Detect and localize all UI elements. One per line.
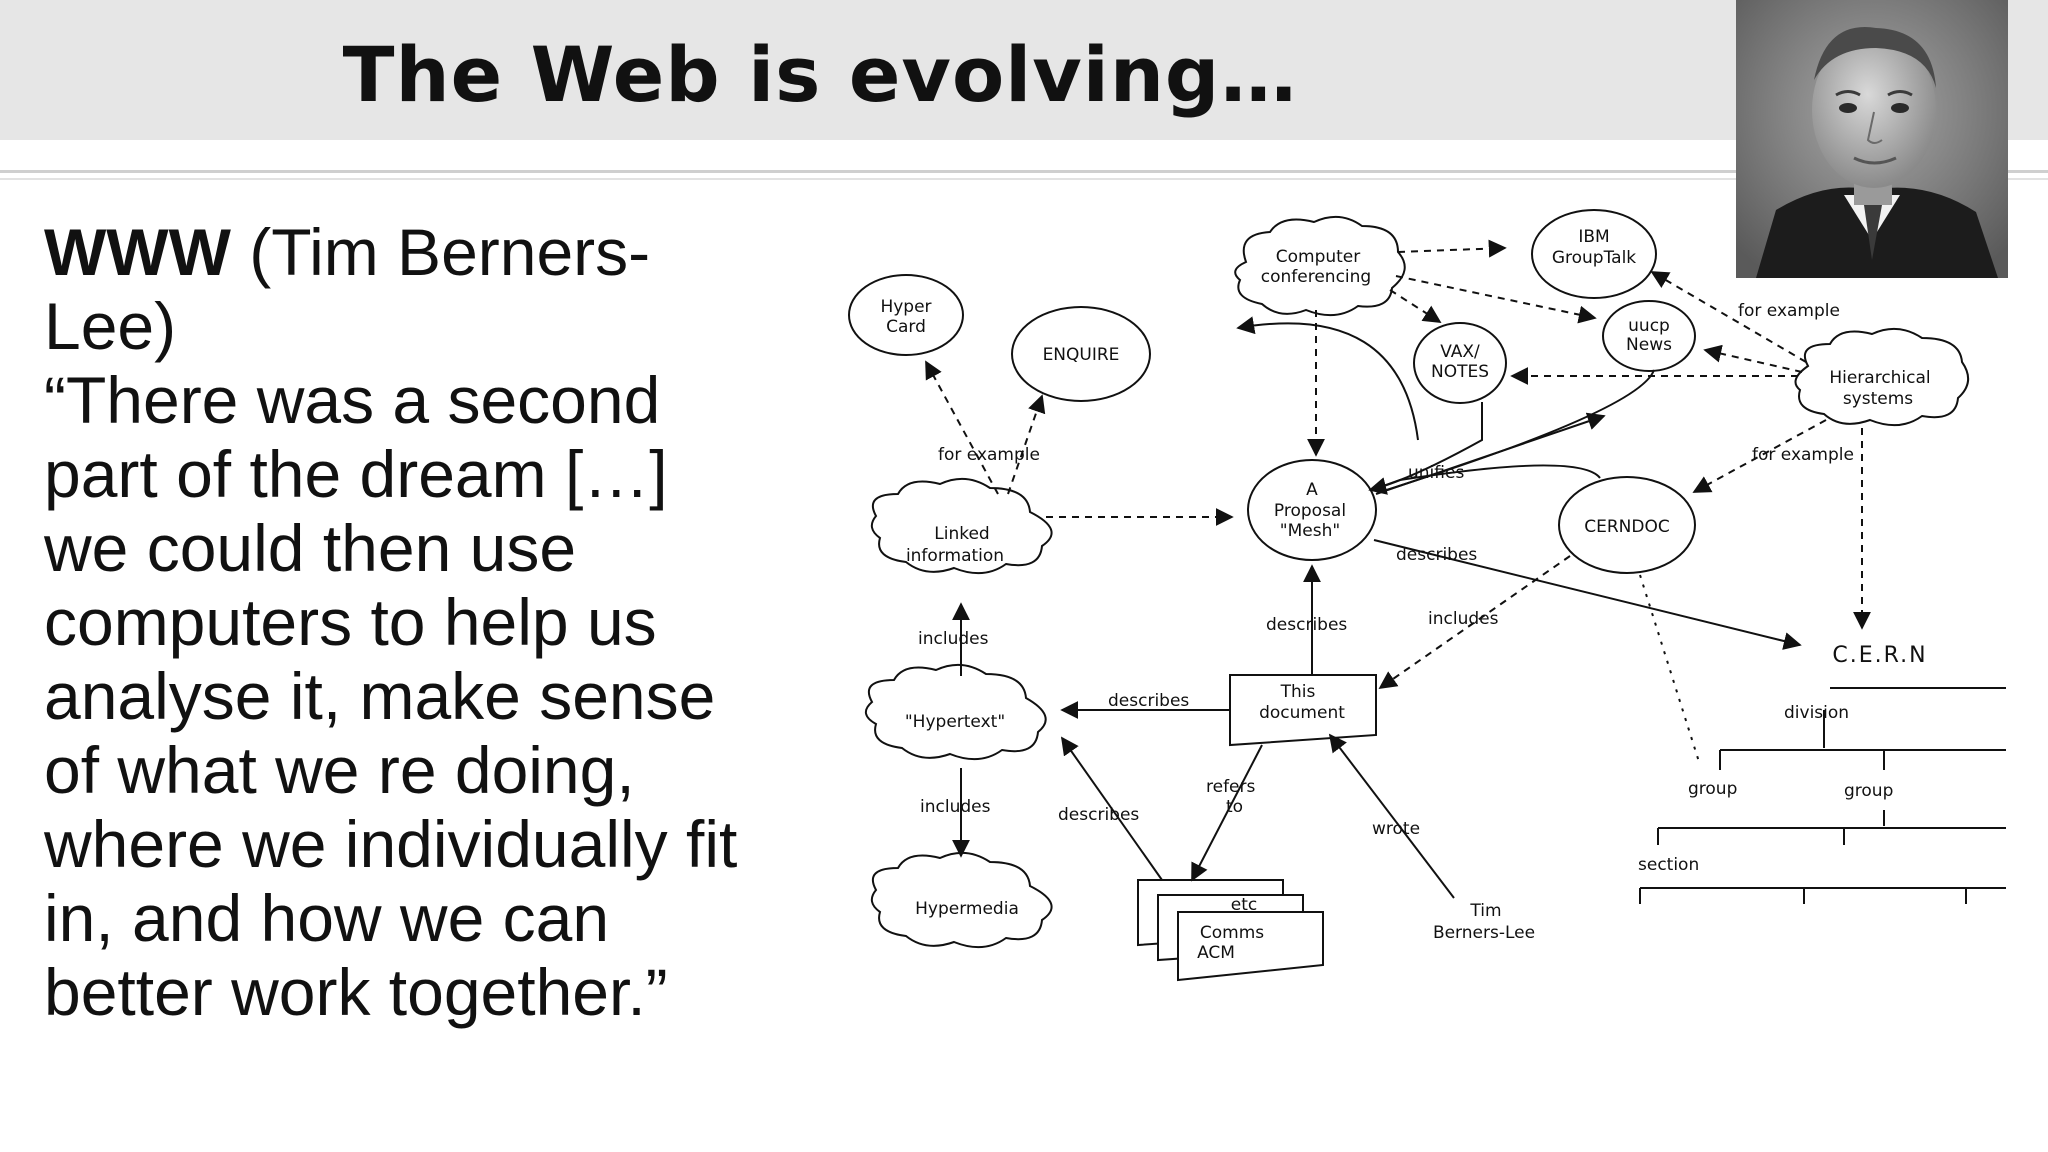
edge-cc-vax [1389,289,1442,323]
vax-label-1: VAX/ [1440,342,1480,362]
includes-label-3: includes [920,797,991,817]
slide-title: The Web is evolving… [342,30,1298,119]
refers-label-2: to [1226,797,1243,817]
edge-stack-hypertext [1060,736,1163,881]
cerndoc-node [1558,476,1696,574]
linked-label-1: Linked [934,524,989,544]
uucp-news-node [1602,300,1696,372]
quote-lead: WWW [44,215,231,289]
ibm-grouptalk-node [1531,209,1657,299]
hypermedia-cloud [870,851,1053,949]
etc-label: etc [1231,895,1257,915]
title-divider [0,170,2048,173]
portrait-illustration [1736,0,2008,278]
hypercard-label-1: Hyper [880,297,931,317]
describes-label-2: describes [1266,615,1347,635]
quote-block: WWW (Tim Berners-Lee) “There was a secon… [44,215,764,1029]
this-document-label-1: This [1280,682,1316,702]
ibm-label-2: GroupTalk [1552,248,1636,268]
edge-doc-stack [1191,744,1263,882]
doc-stack-front [1177,911,1324,982]
describes-label-1: describes [1396,545,1477,565]
hypercard-label-2: Card [886,317,926,337]
mesh-label-2: Proposal [1274,501,1346,521]
edge-unifies-enquire [1236,316,1419,441]
tim-label-2: Berners-Lee [1433,923,1535,943]
group-label-2: group [1844,781,1893,801]
edge-cc-ibm [1397,239,1507,258]
for-example-label-3: for example [1752,445,1854,465]
includes-label-1: includes [1428,609,1499,629]
section-label: section [1638,855,1699,875]
this-document-label-2: document [1259,703,1345,723]
hierarchical-label-1: Hierarchical [1829,368,1930,388]
cerndoc-label: CERNDOC [1584,517,1669,537]
includes-label-2: includes [918,629,989,649]
for-example-label-1: for example [1738,301,1840,321]
mesh-label-3: "Mesh" [1280,521,1340,541]
division-label: division [1784,703,1849,723]
comms-label-1: Comms [1200,923,1264,943]
enquire-node [1011,306,1151,402]
tim-label-1: Tim [1469,901,1501,921]
comms-label-2: ACM [1197,943,1235,963]
edge-tim-doc [1328,733,1455,899]
edge-cc-uucp [1395,275,1597,324]
describes-label-3: describes [1108,691,1189,711]
edge-hier-uucp [1703,344,1803,373]
hierarchical-label-2: systems [1843,389,1913,409]
edge-linked-hypercard [925,360,999,495]
edge-cerndoc-group [1639,574,1701,766]
computer-conferencing-label-1: Computer [1276,247,1361,267]
edge-uucp-mesh [1379,369,1655,493]
uucp-label-2: News [1626,335,1672,355]
enquire-label: ENQUIRE [1043,345,1120,365]
quote-body: “There was a second part of the dream […… [44,363,738,1029]
hypermedia-label: Hypermedia [915,899,1019,919]
for-example-label-2: for example [938,445,1040,465]
ibm-label-1: IBM [1578,227,1609,247]
this-document-node [1229,674,1377,747]
uucp-label-1: uucp [1628,316,1670,336]
hierarchical-systems-cloud [1794,327,1969,427]
cern-label: C.E.R.N [1832,643,1927,668]
edge-mesh-cern [1373,539,1802,650]
vax-label-2: NOTES [1431,362,1489,382]
linked-label-2: information [906,546,1004,566]
quote-lead-rest: (Tim Berners-Lee) [44,215,651,363]
linked-information-cloud [870,477,1053,575]
title-bar [0,0,2048,140]
mesh-proposal-node [1247,459,1377,561]
edge-linked-enquire [1007,394,1046,495]
group-label-1: group [1688,779,1737,799]
mesh-label-1: A [1306,480,1318,500]
refers-label-1: refers [1206,777,1256,797]
computer-conferencing-label-2: conferencing [1261,267,1371,287]
describes-label-4: describes [1058,805,1139,825]
edge-hier-ibm [1650,271,1807,363]
hypercard-node [848,274,964,356]
unifies-label: unifies [1408,463,1464,483]
hypertext-label: "Hypertext" [905,712,1005,732]
computer-conferencing-cloud [1234,215,1406,317]
portrait-photo [1736,0,2008,278]
vax-notes-node [1413,322,1507,404]
hypertext-cloud [865,663,1047,761]
title-divider-shadow [0,178,2048,180]
edge-cerndoc-mesh [1371,464,1601,491]
wrote-label: wrote [1372,819,1420,839]
